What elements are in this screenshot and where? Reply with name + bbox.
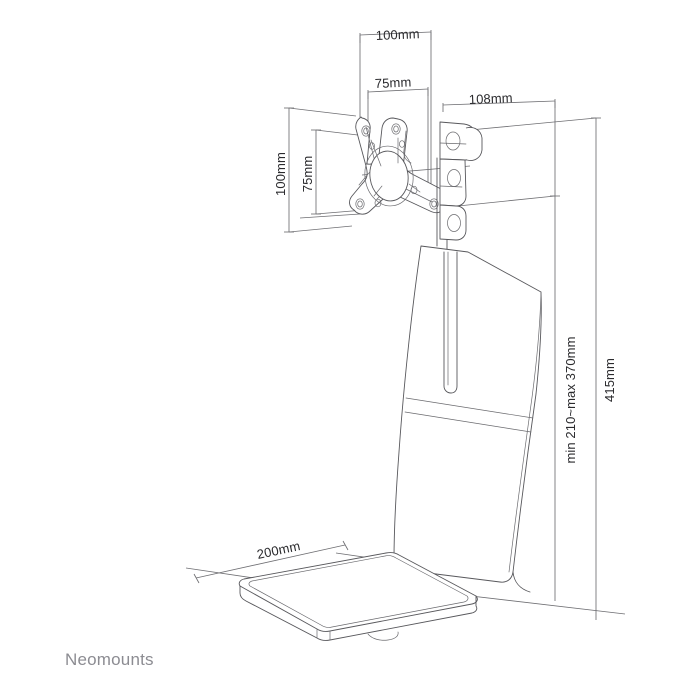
label-vesa-width-inner: 75mm — [374, 74, 411, 91]
vesa-screw-hole-tr — [391, 123, 401, 135]
dimension-lines-group — [186, 30, 625, 620]
vesa-hole-upper-right — [399, 140, 405, 148]
vesa-center-bore — [369, 150, 409, 202]
dim-total-height — [470, 118, 601, 620]
dimension-labels-group: 100mm 75mm 108mm 100mm 75mm min 210~max … — [256, 26, 617, 562]
label-vesa-height-inner: 75mm — [300, 156, 315, 193]
label-total-height: 415mm — [602, 358, 617, 402]
dim-base-width — [194, 541, 348, 583]
vesa-screw-hole-br — [429, 198, 439, 210]
vesa-screw-hole-bl — [355, 198, 365, 210]
dim-vesa-width-outer — [360, 30, 431, 186]
label-vesa-height-outer: 100mm — [273, 152, 288, 196]
brand-logo-text: Neomounts — [65, 650, 154, 669]
hinge-pivot-lower — [447, 214, 461, 232]
vesa-center-ring — [364, 145, 414, 207]
tilt-hinge-bracket — [436, 121, 483, 253]
vesa-screw-hole-br-inner — [431, 200, 437, 208]
label-vesa-width-outer: 100mm — [375, 26, 419, 43]
dim-vesa-height-outer — [284, 108, 356, 232]
vesa-screw-hole-tl-inner — [363, 127, 369, 135]
dim-depth-bracket — [443, 99, 555, 196]
vesa-plate — [349, 116, 448, 215]
base-plate — [238, 552, 478, 641]
label-depth-bracket: 108mm — [468, 90, 512, 107]
vesa-hole-mid-left — [374, 198, 382, 208]
vesa-screw-hole-tr-inner — [393, 125, 399, 133]
hinge-pivot-upper — [445, 131, 461, 151]
vesa-screw-hole-bl-inner — [357, 200, 363, 208]
vesa-screw-hole-tl — [361, 125, 371, 137]
label-height-range: min 210~max 370mm — [563, 336, 578, 463]
